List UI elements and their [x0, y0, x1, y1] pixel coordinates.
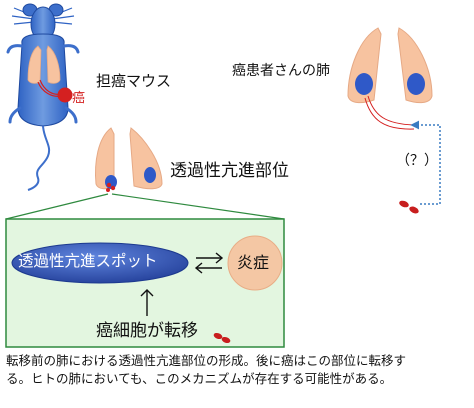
site-spot-right	[144, 167, 156, 183]
caption-line-2: る。ヒトの肺においても、このメカニズムが存在する可能性がある。	[6, 371, 393, 386]
floating-cells	[399, 200, 419, 214]
inflammation-circle	[227, 235, 283, 291]
spot-ellipse	[11, 242, 189, 284]
question-label: （？）	[396, 153, 438, 169]
patient-lungs	[347, 27, 433, 130]
site-lungs	[95, 127, 163, 192]
cancer-label: 癌	[72, 91, 86, 106]
inset-cells	[213, 332, 231, 344]
patient-spot-right	[407, 73, 425, 95]
mouse-label: 担癌マウス	[96, 72, 172, 90]
spot-label: 透過性亢進スポット	[18, 252, 158, 270]
patient-lung-label: 癌患者さんの肺	[232, 63, 330, 79]
inflammation-label: 炎症	[237, 253, 270, 272]
up-arrow	[140, 289, 154, 316]
caption-line-1: 転移前の肺における透過性亢進部位の形成。後に癌はこの部位に転移す	[6, 353, 407, 368]
zoom-lines	[5, 193, 285, 220]
mouse-illustration	[6, 3, 80, 191]
caption: 転移前の肺における透過性亢進部位の形成。後に癌はこの部位に転移す る。ヒトの肺に…	[6, 352, 468, 388]
metastasis-label: 癌細胞が転移	[96, 321, 198, 341]
exchange-arrows	[194, 252, 224, 274]
site-label: 透過性亢進部位	[170, 161, 289, 181]
circulation-arrow	[410, 120, 441, 205]
tumor-dot	[57, 87, 73, 103]
site-spot-left	[105, 175, 117, 189]
patient-spot-left	[355, 73, 373, 95]
